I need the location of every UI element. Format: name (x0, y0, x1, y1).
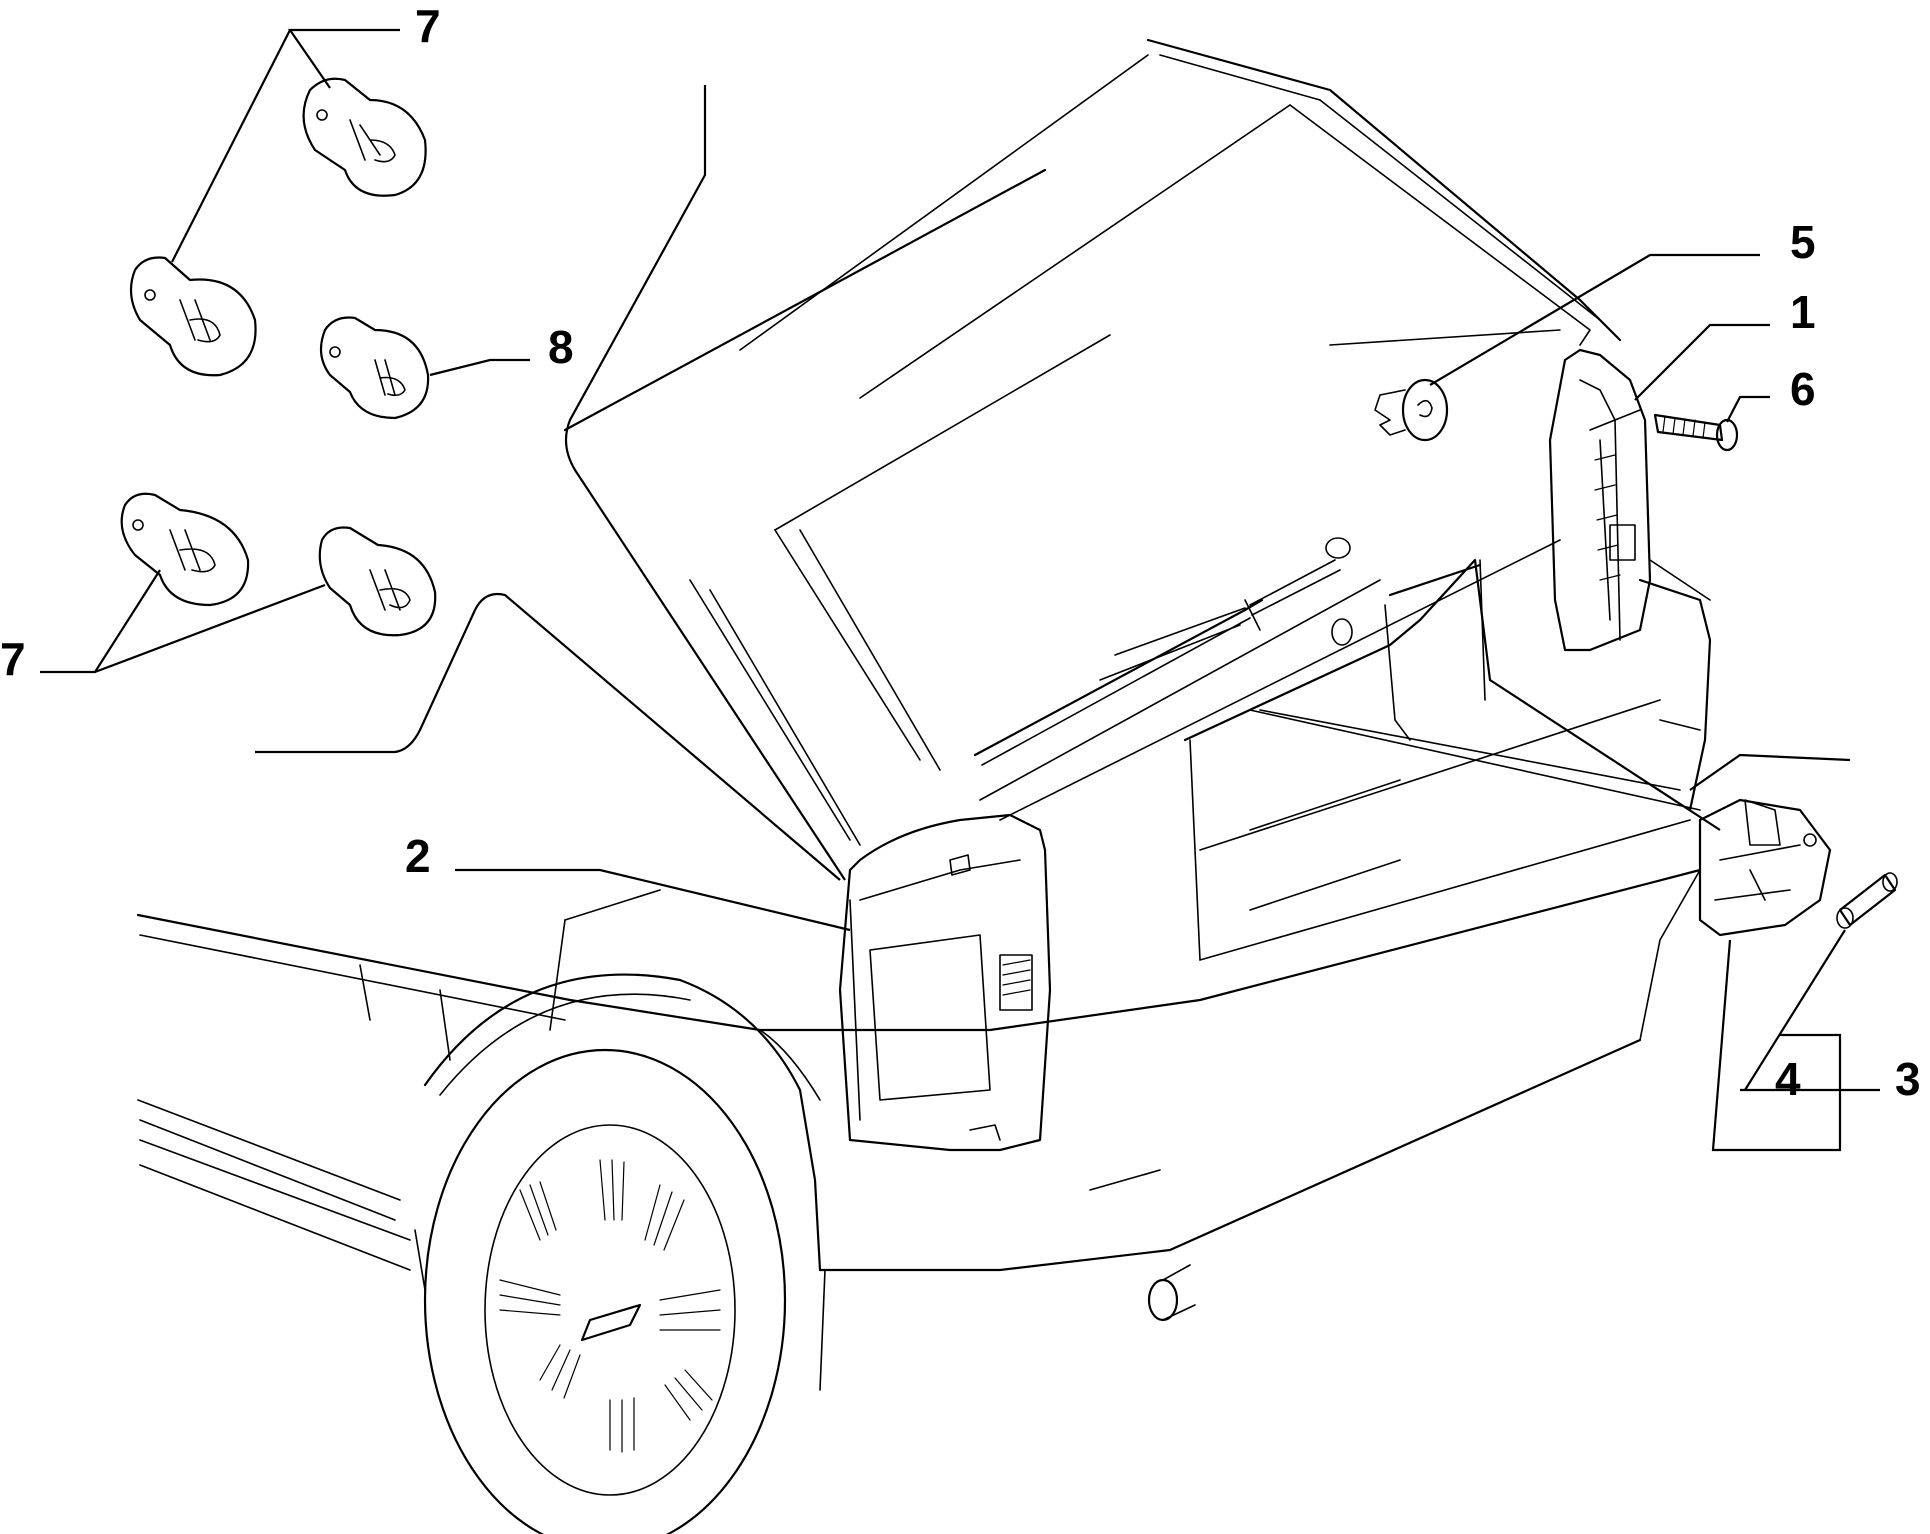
bulb-7-bottom-left (120, 492, 250, 607)
bulb-8 (319, 316, 430, 420)
callout-7-top: 7 (415, 0, 441, 52)
callout-3: 3 (1895, 1053, 1921, 1105)
callout-labels: 7 5 1 6 8 7 2 4 3 (0, 0, 1921, 1105)
callout-8: 8 (548, 321, 574, 373)
leader-lines (40, 28, 1880, 1152)
callout-4: 4 (1775, 1053, 1801, 1105)
rubber-plug-part (1374, 378, 1449, 442)
callout-7-bottom: 7 (0, 633, 26, 685)
screw-part (1653, 413, 1739, 452)
hubcap-spokes (499, 1159, 721, 1453)
callout-5: 5 (1790, 216, 1816, 268)
callout-1: 1 (1790, 286, 1816, 338)
license-plate-lamp (1698, 798, 1832, 937)
bulb-7-top-right (302, 77, 427, 197)
bulb-7-top-left (129, 256, 257, 377)
bulb-7-bottom-right (318, 526, 437, 637)
right-tail-lamp (1548, 348, 1652, 652)
festoon-bulb-part (1836, 872, 1898, 929)
callout-6: 6 (1790, 363, 1816, 415)
car-rear-body (136, 38, 1712, 1534)
callout-2: 2 (405, 830, 431, 882)
left-tail-lamp (838, 813, 1052, 1152)
